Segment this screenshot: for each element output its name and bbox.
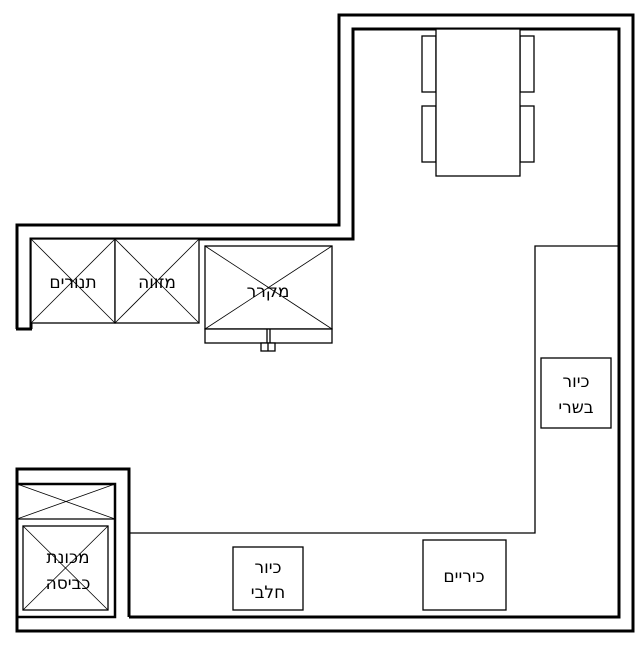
chair <box>421 35 437 93</box>
ovens-label: תנורים <box>49 273 96 293</box>
outer-wall <box>15 13 635 633</box>
dairy-sink-label-1: כיור <box>254 558 281 578</box>
meat-sink-label-2: בשרי <box>558 398 593 418</box>
dairy-sink-label-2: חלבי <box>251 583 285 603</box>
dairy-sink: כיור חלבי <box>232 546 304 611</box>
cooktop: כיריים <box>422 539 507 611</box>
fridge-unit: מקרר <box>204 245 333 352</box>
fridge-label: מקרר <box>247 282 290 302</box>
chair <box>519 105 535 163</box>
counter-outline <box>129 245 619 534</box>
chair <box>421 105 437 163</box>
pantry-unit: מזווה <box>114 238 200 324</box>
dining-table <box>421 28 535 177</box>
table <box>435 28 521 177</box>
laundry-unit: מכונת כביסה <box>15 482 117 619</box>
pantry-label: מזווה <box>138 273 176 293</box>
meat-sink-label-1: כיור <box>562 372 589 392</box>
meat-sink: כיור בשרי <box>540 357 612 429</box>
washing-machine-label-2: כביסה <box>46 574 91 594</box>
washing-machine-label-1: מכונת <box>46 548 89 568</box>
chair <box>519 35 535 93</box>
ovens-unit: תנורים <box>30 238 116 324</box>
cooktop-label: כיריים <box>443 567 484 587</box>
